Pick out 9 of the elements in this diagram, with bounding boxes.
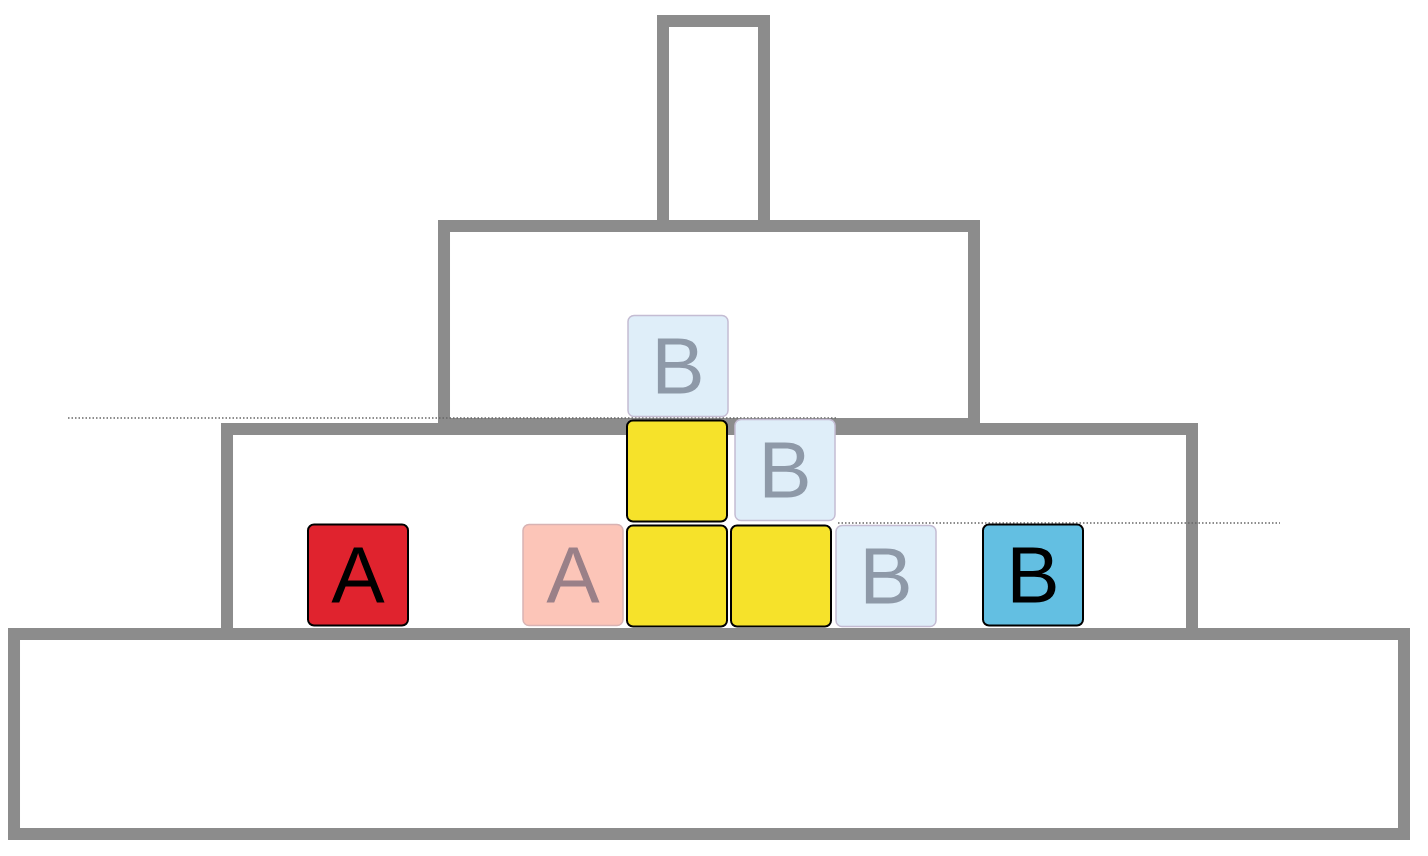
faded-block: B (734, 418, 836, 522)
block: A (307, 523, 409, 627)
faded-block: B (627, 314, 729, 418)
faded-block: B (835, 524, 937, 628)
faded-block: A (522, 523, 624, 627)
block (626, 419, 728, 523)
block (626, 524, 728, 628)
block (730, 524, 832, 628)
block: B (982, 523, 1084, 627)
